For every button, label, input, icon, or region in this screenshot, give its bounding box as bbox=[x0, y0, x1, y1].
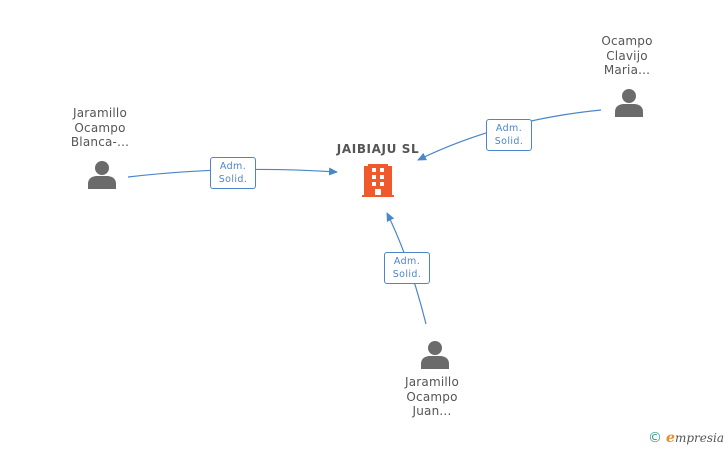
person-icon[interactable] bbox=[421, 341, 449, 369]
person-name-line: Ocampo bbox=[601, 34, 653, 48]
person-name-line: Blanca-... bbox=[70, 135, 130, 149]
edge-label-line: Adm. bbox=[219, 161, 247, 172]
edge-label-line: Adm. bbox=[495, 123, 523, 134]
person-name-p3[interactable]: Jaramillo Ocampo Juan... bbox=[377, 375, 487, 419]
person-name-line: Jaramillo bbox=[72, 106, 127, 120]
person-icon[interactable] bbox=[88, 161, 116, 189]
person-name-p2[interactable]: Ocampo Clavijo Maria... bbox=[572, 34, 682, 78]
edge-label-line: Solid. bbox=[494, 136, 524, 147]
person-name-line: Maria... bbox=[603, 63, 651, 77]
edge-label-p2[interactable]: Adm. Solid. bbox=[486, 119, 532, 151]
watermark: © empresia bbox=[648, 430, 724, 446]
edge-label-line: Adm. bbox=[393, 256, 421, 267]
person-name-line: Juan... bbox=[412, 404, 452, 418]
building-icon[interactable] bbox=[362, 164, 394, 197]
company-name[interactable]: JAIBIAJU SL bbox=[336, 142, 420, 156]
edge-label-line: Solid. bbox=[218, 174, 248, 185]
brand-logo: empresia bbox=[666, 430, 724, 446]
person-icon[interactable] bbox=[615, 89, 643, 117]
person-name-line: Ocampo bbox=[74, 120, 126, 135]
person-name-p1[interactable]: Jaramillo Ocampo Blanca-... bbox=[45, 106, 155, 150]
copyright-icon: © bbox=[648, 430, 663, 446]
person-name-line: Ocampo bbox=[406, 389, 458, 404]
edge-label-p3[interactable]: Adm. Solid. bbox=[384, 252, 430, 284]
person-name-line: Jaramillo bbox=[404, 375, 459, 389]
edge-label-p1[interactable]: Adm. Solid. bbox=[210, 157, 256, 189]
person-name-line: Clavijo bbox=[606, 48, 648, 63]
edge-label-line: Solid. bbox=[392, 269, 422, 280]
